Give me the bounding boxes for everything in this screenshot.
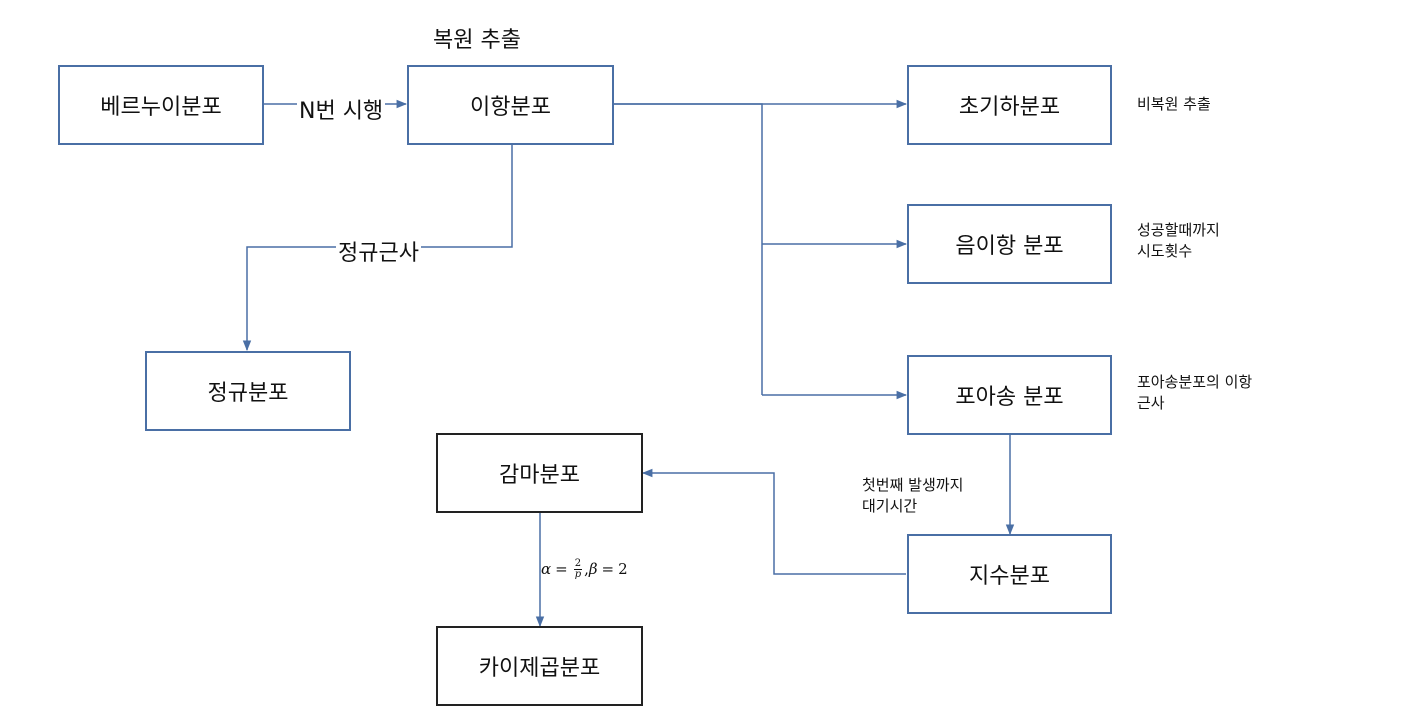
- label-poisson-approx-line2: 근사: [1137, 394, 1165, 412]
- label-poisson-approx-line1: 포아송분포의 이항: [1137, 373, 1253, 391]
- separator: ,: [584, 560, 589, 578]
- node-bernoulli: 베르누이분포: [58, 65, 264, 145]
- label-until-success-line1: 성공할때까지: [1137, 221, 1220, 239]
- node-gamma: 감마분포: [436, 433, 643, 513]
- equals-sign-2: =: [601, 560, 615, 578]
- fraction-denominator: p: [574, 568, 582, 580]
- beta-value: 2: [618, 560, 628, 578]
- label-with-replacement: 복원 추출: [433, 28, 521, 53]
- arrow-exponential-to-gamma: [641, 468, 906, 575]
- node-chi-square: 카이제곱분포: [436, 626, 643, 706]
- label-wait-first: 첫번째 발생까지 대기시간: [862, 475, 963, 517]
- label-until-success: 성공할때까지 시도횟수: [1137, 220, 1220, 262]
- beta-symbol: β: [588, 560, 598, 578]
- label-normal-approx: 정규근사: [336, 235, 421, 267]
- label-n-trials: N번 시행: [297, 93, 386, 125]
- fraction-numerator: 2: [573, 557, 583, 570]
- node-poisson: 포아송 분포: [907, 355, 1112, 435]
- trunk-binomial-branch: [614, 103, 763, 395]
- label-poisson-approx: 포아송분포의 이항 근사: [1137, 372, 1252, 414]
- label-without-replacement: 비복원 추출: [1137, 95, 1211, 113]
- label-until-success-line2: 시도횟수: [1137, 242, 1193, 260]
- node-hypergeometric: 초기하분포: [907, 65, 1112, 145]
- node-normal: 정규분포: [145, 351, 351, 431]
- node-binomial: 이항분포: [407, 65, 614, 145]
- label-wait-first-line2: 대기시간: [862, 497, 918, 515]
- label-gamma-params: α = 2 p , β = 2: [541, 552, 628, 586]
- node-negative-binomial: 음이항 분포: [907, 204, 1112, 284]
- node-exponential: 지수분포: [907, 534, 1112, 614]
- alpha-symbol: α: [541, 560, 552, 578]
- fraction: 2 p: [573, 557, 583, 580]
- label-wait-first-line1: 첫번째 발생까지: [862, 476, 964, 494]
- equals-sign: =: [555, 560, 568, 578]
